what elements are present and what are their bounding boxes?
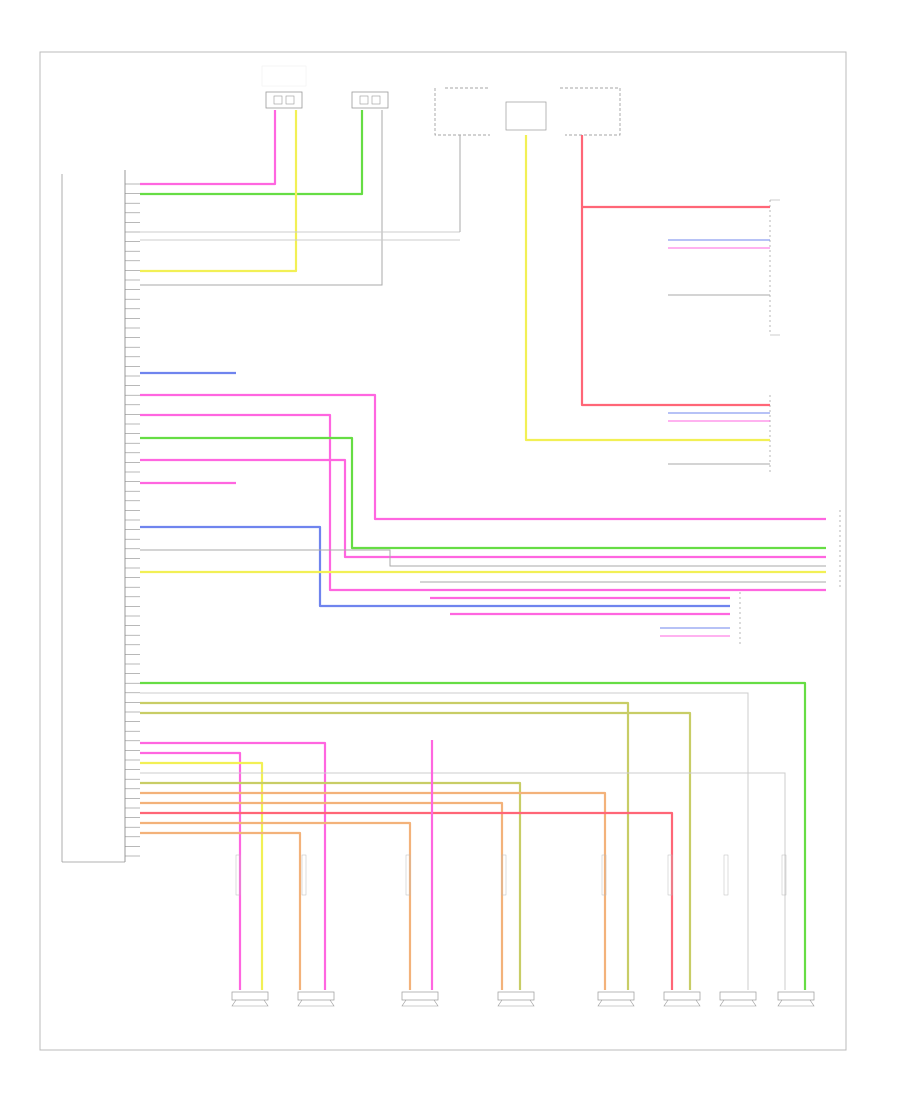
wire-woofer-green	[140, 681, 807, 990]
wire-center-red	[140, 811, 674, 990]
wire-left-pink-3	[140, 458, 826, 559]
center-woofer-speaker-icon	[777, 854, 815, 1007]
wire-center-gray	[140, 772, 786, 990]
wire-rr-yellow	[140, 761, 264, 990]
rear-right-speaker-icon	[231, 854, 269, 1007]
wire-lr-tweeter-neg	[140, 110, 383, 286]
left-tweeter-speaker-icon	[663, 854, 701, 1007]
wire-lf-olive	[140, 781, 522, 990]
fuse-block-left	[434, 87, 490, 136]
wire-rf-tweeter-orange	[140, 831, 302, 990]
left-front-door-speaker-icon	[497, 854, 535, 1007]
right-front-tweeter-icon	[297, 854, 335, 1007]
wire-harness	[140, 110, 826, 990]
wire-woofer-gray	[140, 692, 749, 990]
wire-rf-door-pink	[140, 741, 327, 990]
wire-left-green	[140, 436, 826, 550]
module-center-top	[505, 101, 547, 131]
wire-left-gray	[140, 549, 826, 567]
wire-power-feed	[580, 135, 770, 407]
wire-lr-orange	[140, 791, 607, 990]
wire-left-blue	[140, 525, 730, 608]
wire-signal-module	[524, 135, 770, 442]
wire-rr-tweeter-pos	[140, 110, 277, 186]
wire-rr-tweeter-neg	[140, 110, 298, 273]
right-connector	[739, 510, 841, 645]
speaker-group	[231, 854, 815, 1007]
front-controls-module	[769, 199, 780, 475]
left-rear-speaker-icon	[597, 854, 635, 1007]
rear-tweeter-right	[261, 65, 307, 109]
diagram-frame	[39, 51, 847, 1051]
wire-lr-tweeter-pos	[140, 110, 364, 196]
wire-left-pink-2	[140, 413, 826, 592]
connector-pins	[125, 183, 140, 857]
wire-rr-pink	[140, 751, 242, 990]
right-front-door-speaker-icon	[401, 854, 439, 1007]
wire-lf-orange	[140, 801, 504, 990]
amplifier-module	[61, 170, 140, 863]
wire-left-pink	[140, 393, 826, 521]
rear-tweeter-left	[351, 91, 389, 109]
fuse-block-right	[560, 87, 621, 136]
wire-rf-door-orange	[140, 821, 412, 990]
wire-center-olive	[140, 711, 692, 990]
wire-lr-olive	[140, 701, 630, 990]
subwoofer-speaker-icon	[719, 854, 757, 1007]
